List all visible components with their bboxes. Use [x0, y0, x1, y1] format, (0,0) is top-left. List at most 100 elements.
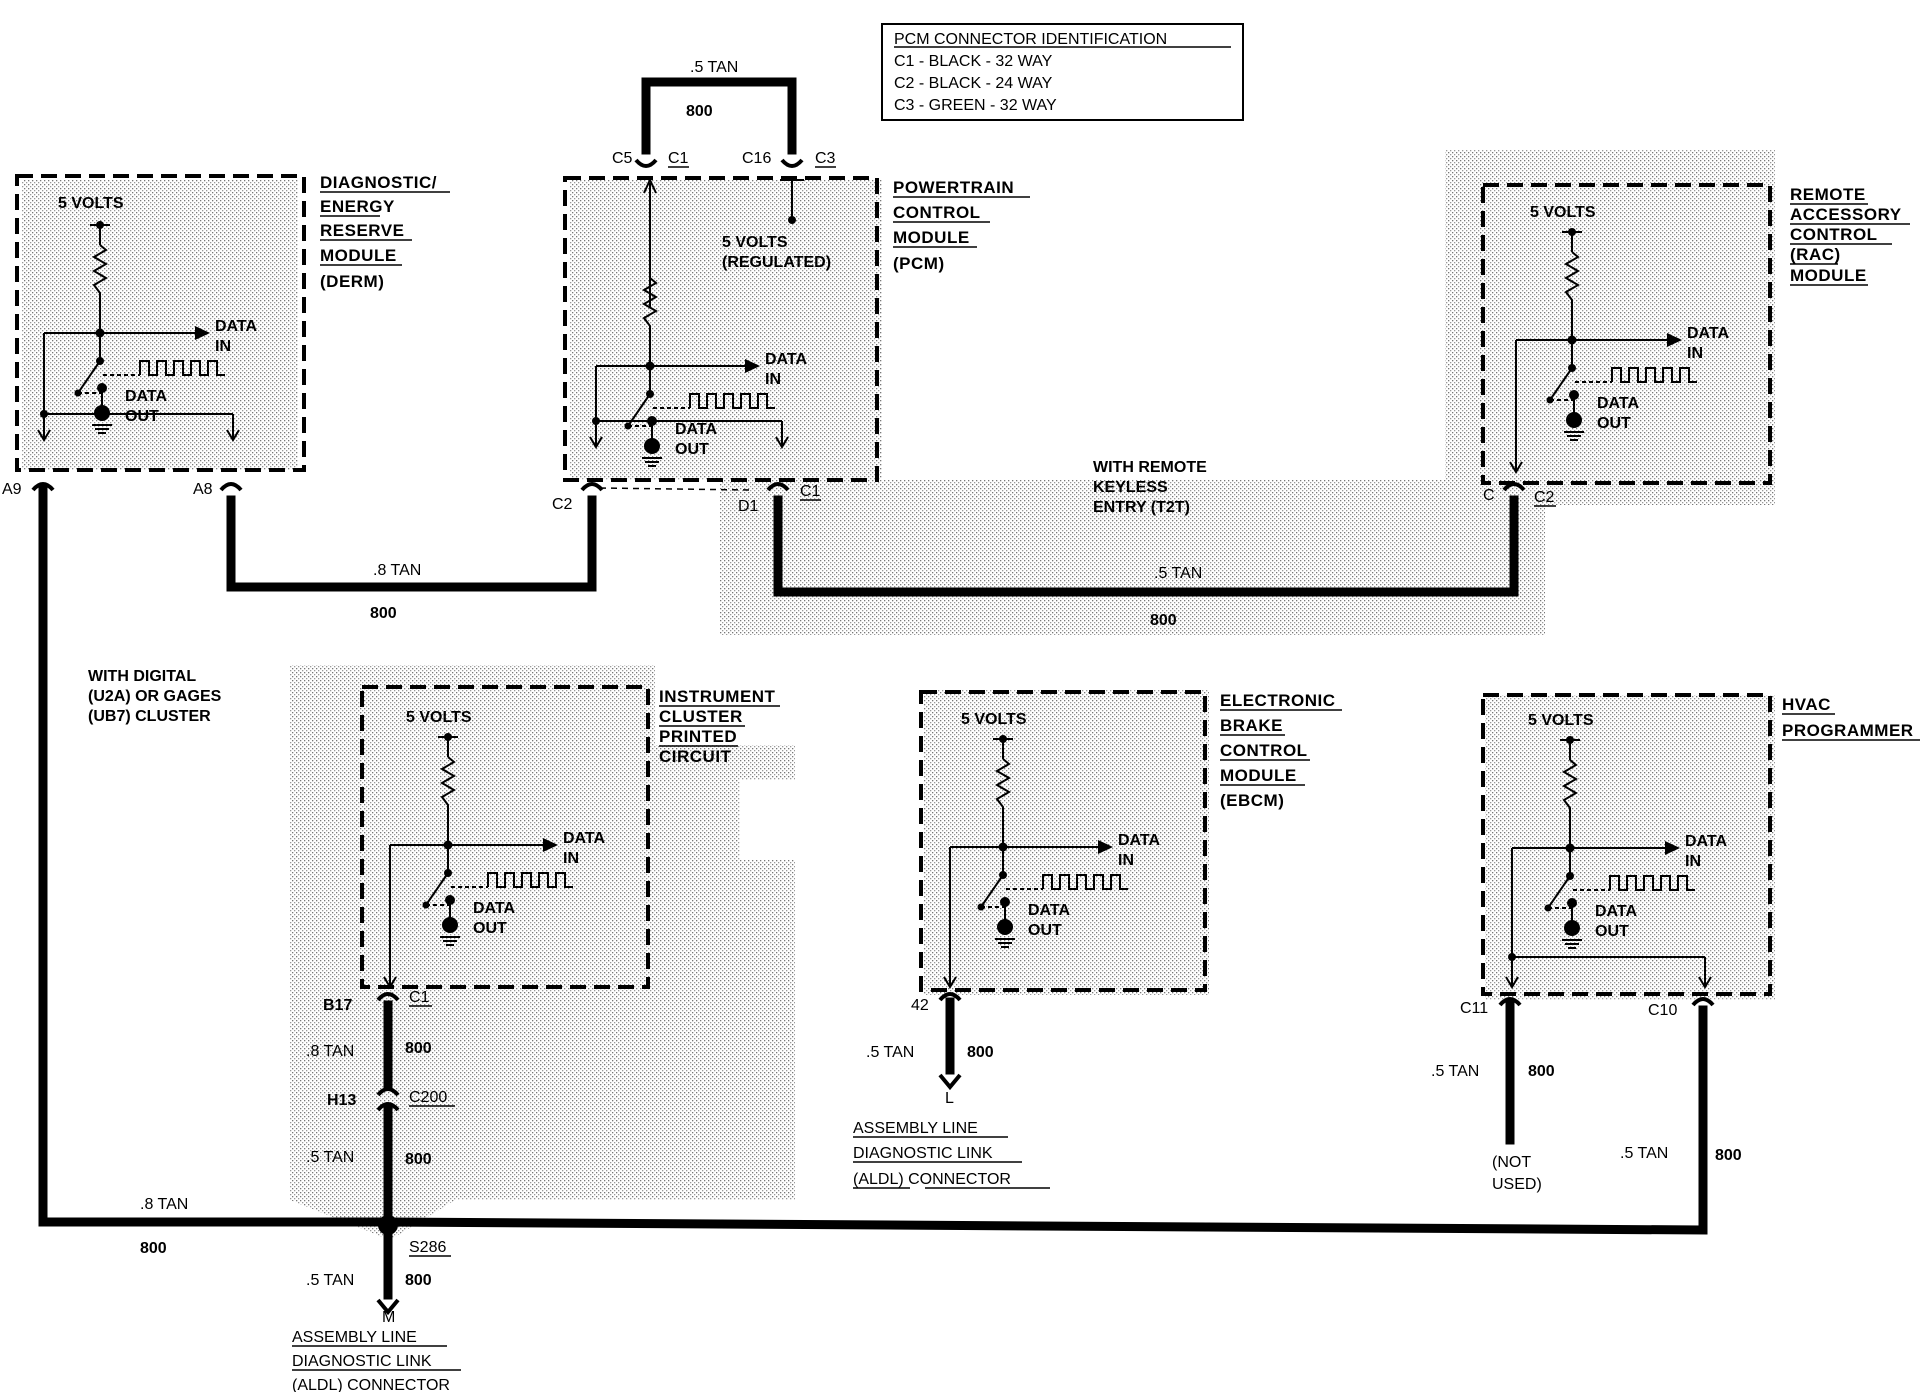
- rac-volts-label: 5 VOLTS: [1530, 204, 1596, 221]
- note-aldl-ebcm-1: ASSEMBLY LINE: [853, 1120, 978, 1137]
- pin-c5: C5: [612, 150, 633, 167]
- ebcm-data-in-label: DATA: [1118, 832, 1161, 849]
- rac-label: REMOTE ACCESSORY CONTROL (RAC) MODULE: [1790, 185, 1901, 285]
- ebcm-box: [919, 690, 1207, 992]
- svg-text:HVAC: HVAC: [1782, 695, 1831, 714]
- svg-text:CONTROL: CONTROL: [1220, 741, 1308, 760]
- pin-c16: C16: [742, 150, 771, 167]
- legend-line-c1: C1 - BLACK - 32 WAY: [894, 53, 1053, 70]
- ebcm-volts-label: 5 VOLTS: [961, 711, 1027, 728]
- svg-text:MODULE: MODULE: [893, 228, 970, 247]
- svg-text:POWERTRAIN: POWERTRAIN: [893, 178, 1014, 197]
- derm-box: [15, 174, 306, 472]
- note-digital-2: (U2A) OR GAGES: [88, 688, 222, 705]
- pin-labels: A9 A8 C2 D1 C1 C5 C1 C16 C3 C C2 B17 C1 …: [2, 150, 1677, 1326]
- pin-c11: C11: [1460, 1000, 1488, 1017]
- pin-c1-top: C1: [668, 150, 689, 167]
- svg-text:CLUSTER: CLUSTER: [659, 707, 743, 726]
- hvac-data-out-label: DATA: [1595, 903, 1638, 920]
- ebcm-data-in-label-2: IN: [1118, 852, 1134, 869]
- aldl-m-terminal: [376, 1298, 400, 1316]
- pin-l: L: [945, 1090, 954, 1107]
- derm-volts-label: 5 VOLTS: [58, 195, 124, 212]
- pcm-link-dashed: [599, 487, 751, 491]
- wire-label-derm-pcm-circuit: 800: [370, 605, 397, 622]
- wire-label-c10-gauge: .5 TAN: [1620, 1145, 1668, 1162]
- svg-text:RESERVE: RESERVE: [320, 221, 404, 240]
- note-aldl-main-1: ASSEMBLY LINE: [292, 1329, 417, 1346]
- pin-c10: C10: [1648, 1002, 1677, 1019]
- derm-label: DIAGNOSTIC/ ENERGY RESERVE MODULE (DERM): [320, 173, 437, 291]
- note-aldl-main-3: (ALDL) CONNECTOR: [292, 1377, 450, 1392]
- svg-text:CONTROL: CONTROL: [893, 203, 981, 222]
- wire-label-pcm-rac-circuit: 800: [1150, 612, 1177, 629]
- wire-label-aldl-circuit: 800: [405, 1272, 432, 1289]
- wire-labels: .5 TAN 800 .8 TAN 800 .5 TAN 800 .8 TAN …: [140, 59, 1742, 1289]
- wire-label-c11-gauge: .5 TAN: [1431, 1063, 1479, 1080]
- wire-label-ebcm-circuit: 800: [967, 1044, 994, 1061]
- wire-label-ipc-circuit: 800: [405, 1040, 432, 1057]
- ipc-volts-label: 5 VOLTS: [406, 709, 472, 726]
- hvac-volts-label: 5 VOLTS: [1528, 712, 1594, 729]
- rac-data-out-label: DATA: [1597, 395, 1640, 412]
- wire-label-c200-gauge: .5 TAN: [306, 1149, 354, 1166]
- pin-a8: A8: [193, 481, 213, 498]
- hvac-data-in-label: DATA: [1685, 833, 1728, 850]
- pin-b17: B17: [323, 997, 352, 1014]
- pin-h13: H13: [327, 1092, 356, 1109]
- pin-c2: C2: [552, 496, 573, 513]
- wire-pcm-d1-rac: [773, 495, 1519, 597]
- label-underlines: [320, 191, 1920, 786]
- pcm-volts-label: 5 VOLTS: [722, 234, 788, 251]
- ipc-box: [360, 685, 650, 989]
- svg-text:PRINTED: PRINTED: [659, 727, 737, 746]
- connector-forks: [31, 158, 1715, 1112]
- legend-title: PCM CONNECTOR IDENTIFICATION: [894, 31, 1167, 48]
- note-remote-keyless-1: WITH REMOTE: [1093, 459, 1207, 476]
- svg-text:CONTROL: CONTROL: [1790, 225, 1878, 244]
- ebcm-label: ELECTRONIC BRAKE CONTROL MODULE (EBCM): [1220, 691, 1335, 810]
- note-remote-keyless-2: KEYLESS: [1093, 479, 1168, 496]
- legend-line-c3: C3 - GREEN - 32 WAY: [894, 97, 1057, 114]
- hvac-label: HVAC PROGRAMMER: [1782, 695, 1914, 740]
- wire-label-bus-gauge: .8 TAN: [140, 1196, 188, 1213]
- svg-text:REMOTE: REMOTE: [1790, 185, 1866, 204]
- wire-label-derm-pcm-gauge: .8 TAN: [373, 562, 421, 579]
- pin-c3: C3: [815, 150, 836, 167]
- note-digital-1: WITH DIGITAL: [88, 668, 196, 685]
- hvac-data-out-label-2: OUT: [1595, 923, 1629, 940]
- wires: [38, 77, 1708, 1300]
- splice-s286: [378, 1215, 398, 1235]
- ipc-label: INSTRUMENT CLUSTER PRINTED CIRCUIT: [659, 687, 776, 766]
- shaded-areas: [22, 150, 1775, 1240]
- ipc-data-in-label: DATA: [563, 830, 606, 847]
- wire-label-top-gauge: .5 TAN: [690, 59, 738, 76]
- pin-42: 42: [911, 997, 929, 1014]
- module-boxes: [15, 174, 1772, 996]
- pin-c2-rac: C2: [1534, 489, 1555, 506]
- wire-label-c11-circuit: 800: [1528, 1063, 1555, 1080]
- connector-legend: PCM CONNECTOR IDENTIFICATION C1 - BLACK …: [881, 23, 1244, 121]
- module-labels: DIAGNOSTIC/ ENERGY RESERVE MODULE (DERM)…: [320, 173, 1914, 810]
- pcm-box: [563, 176, 879, 482]
- wire-label-top-circuit: 800: [686, 103, 713, 120]
- derm-data-in-label-2: IN: [215, 338, 231, 355]
- wire-label-ipc-gauge: .8 TAN: [306, 1043, 354, 1060]
- note-not-used-2: USED): [1492, 1176, 1542, 1193]
- svg-text:INSTRUMENT: INSTRUMENT: [659, 687, 776, 706]
- svg-text:PROGRAMMER: PROGRAMMER: [1782, 721, 1914, 740]
- note-aldl-ebcm-3: (ALDL) CONNECTOR: [853, 1171, 1011, 1188]
- pcm-data-in-label: DATA: [765, 351, 808, 368]
- pin-c1-ipc: C1: [409, 989, 430, 1006]
- svg-text:DIAGNOSTIC/: DIAGNOSTIC/: [320, 173, 437, 192]
- svg-text:(PCM): (PCM): [893, 254, 945, 273]
- notes: WITH REMOTE KEYLESS ENTRY (T2T) WITH DIG…: [88, 459, 1542, 1392]
- pin-s286: S286: [409, 1239, 446, 1256]
- note-remote-keyless-3: ENTRY (T2T): [1093, 499, 1190, 516]
